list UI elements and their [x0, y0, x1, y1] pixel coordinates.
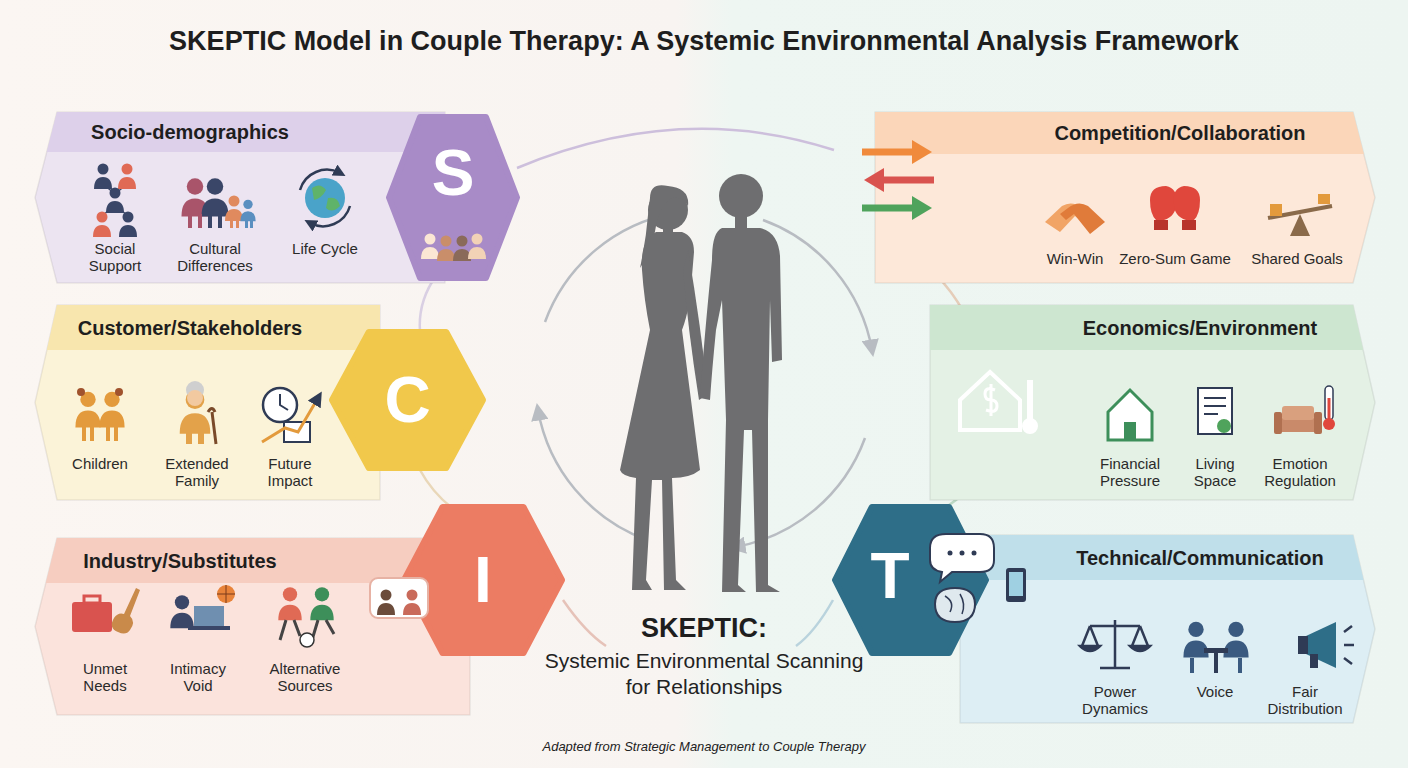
panel-heading: Socio-demographics	[65, 119, 315, 145]
item-label: Zero-Sum Game	[1110, 250, 1240, 267]
item-label: Intimacy Void	[158, 660, 238, 694]
center-subtitle: Systemic Environmental Scanning for Rela…	[544, 648, 864, 700]
category-panel: Customer/StakeholdersChildren Extended Fa…	[35, 305, 380, 500]
letter-hexagon: S	[387, 115, 519, 280]
handshake-icon	[1045, 203, 1105, 234]
panel-heading: Competition/Collaboration	[1005, 120, 1355, 146]
hex-letter: I	[402, 544, 564, 616]
panel-heading: Economics/Environment	[1050, 315, 1350, 341]
center-title: SKEPTIC:	[554, 612, 854, 644]
item-label: Living Space	[1175, 455, 1255, 489]
item-label: Children	[60, 455, 140, 472]
panel-heading: Customer/Stakeholders	[65, 315, 315, 341]
laptop-person-icon	[170, 585, 235, 630]
panel-heading: Technical/Communication	[1050, 545, 1350, 571]
letter-hexagon: I	[402, 505, 564, 655]
category-panel: Socio-demographicsSocial Support Cultural…	[35, 112, 445, 283]
family-icon	[182, 178, 256, 228]
diagram-title: SKEPTIC Model in Couple Therapy: A Syste…	[10, 24, 1398, 58]
boxing-gloves-icon	[1150, 186, 1200, 230]
item-label: Emotion Regulation	[1255, 455, 1345, 489]
item-label: Alternative Sources	[260, 660, 350, 694]
social-support-icon	[102, 184, 128, 216]
children-icon	[75, 388, 124, 441]
item-label: Life Cycle	[280, 240, 370, 257]
globe-icon	[300, 170, 350, 227]
megaphone-icon	[1298, 622, 1354, 668]
item-label: Extended Family	[157, 455, 237, 489]
couple-silhouette	[620, 174, 782, 592]
chat-faces-icon	[370, 578, 428, 618]
item-label: Financial Pressure	[1090, 455, 1170, 489]
house-icon	[1108, 390, 1152, 440]
category-panel: Technical/CommunicationPower Dynamics Voi…	[960, 535, 1375, 723]
arrows-icon	[862, 140, 934, 220]
letter-hexagon: T	[833, 505, 988, 655]
communication-icon	[930, 534, 1026, 622]
caption: Adapted from Strategic Management to Cou…	[300, 738, 1108, 756]
panel-heading: Industry/Substitutes	[55, 548, 305, 574]
group-icon	[421, 234, 486, 262]
playing-kids-icon	[278, 587, 334, 647]
item-label: Win-Win	[1030, 250, 1120, 267]
letter-hexagon: C	[330, 330, 485, 470]
social-support-icon	[93, 164, 137, 238]
item-label: Future Impact	[250, 455, 330, 489]
hex-letter: C	[330, 364, 485, 436]
meeting-icon	[1183, 622, 1248, 673]
item-label: Voice	[1175, 683, 1255, 700]
item-label: Cultural Differences	[170, 240, 260, 274]
justice-scale-icon	[1080, 620, 1150, 668]
item-label: Social Support	[70, 240, 160, 274]
document-icon	[1198, 388, 1232, 434]
category-panel: Economics/EnvironmentFinancial PressureL…	[930, 305, 1375, 500]
node-shape	[833, 505, 988, 655]
hex-letter: S	[387, 137, 519, 209]
elder-icon	[180, 381, 216, 444]
future-icon	[262, 388, 318, 442]
item-label: Fair Distribution	[1258, 683, 1353, 717]
category-panel: Industry/SubstitutesUnmet Needs Intimacy …	[35, 538, 470, 715]
seesaw-icon	[1268, 194, 1332, 236]
couch-thermo-icon	[1274, 386, 1335, 434]
briefcase-guitar-icon	[72, 588, 140, 634]
hex-letter: T	[855, 540, 925, 612]
item-label: Power Dynamics	[1075, 683, 1155, 717]
category-panel: Competition/CollaborationWin-WinZero-Sum…	[875, 112, 1375, 283]
item-label: Unmet Needs	[65, 660, 145, 694]
item-label: Shared Goals	[1242, 250, 1352, 267]
house-thermo-icon	[960, 372, 1036, 432]
